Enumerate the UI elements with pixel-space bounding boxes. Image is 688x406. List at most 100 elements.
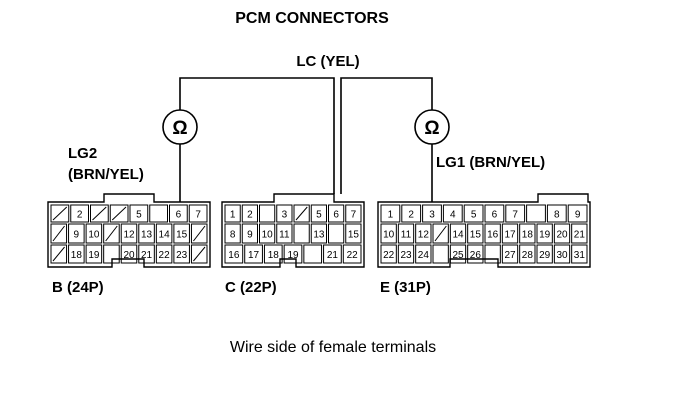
terminal-cavity <box>432 223 449 244</box>
terminal-cavity <box>484 244 501 264</box>
terminal-number: 21 <box>574 230 586 241</box>
terminal-cavity <box>149 204 168 223</box>
terminal-cavity <box>103 244 120 264</box>
terminal-number: 3 <box>429 210 435 221</box>
terminal-cavity <box>173 223 190 244</box>
terminal-cavity <box>155 223 173 244</box>
terminal-number: 10 <box>88 230 100 241</box>
terminal-number: 22 <box>383 250 395 261</box>
terminal-cavity <box>567 204 588 223</box>
diagram-title: PCM CONNECTORS <box>235 10 389 27</box>
terminal-number: 21 <box>141 250 153 261</box>
terminal-number: 9 <box>247 230 253 241</box>
terminal-number: 19 <box>287 250 299 261</box>
terminal-cavity <box>526 204 546 223</box>
lc-wire-right <box>340 77 433 194</box>
terminal-cavity <box>155 244 173 264</box>
terminal-number: 20 <box>556 230 568 241</box>
terminal-number: 6 <box>176 210 182 221</box>
terminal-number: 7 <box>351 210 357 221</box>
terminal-cavity <box>519 244 536 264</box>
terminal-number: 14 <box>159 230 171 241</box>
terminal-cavity <box>90 204 109 223</box>
terminal-cavity <box>432 244 449 264</box>
terminal-cavity <box>276 204 293 223</box>
terminal-number: 20 <box>123 250 135 261</box>
terminal-cavity <box>70 204 89 223</box>
terminal-number: 23 <box>176 250 188 261</box>
connector-c-label: C (22P) <box>225 279 277 296</box>
terminal-cavity <box>310 204 327 223</box>
terminal-number: 2 <box>408 210 414 221</box>
unused-terminal-mark <box>295 206 308 221</box>
terminal-cavity <box>50 204 70 223</box>
unused-terminal-mark <box>52 246 65 262</box>
ohmmeter-right-circle <box>414 109 450 145</box>
lc-wire-label: LC (YEL) <box>296 53 359 70</box>
terminal-cavity <box>50 244 68 264</box>
terminal-number: 16 <box>228 250 240 261</box>
terminal-number: 10 <box>383 230 395 241</box>
terminal-number: 30 <box>556 250 568 261</box>
terminal-cavity <box>85 223 103 244</box>
terminal-cavity <box>553 223 571 244</box>
terminal-number: 28 <box>522 250 534 261</box>
terminal-cavity <box>138 223 155 244</box>
terminal-cavity <box>449 244 467 264</box>
terminal-cavity <box>501 223 519 244</box>
terminal-number: 15 <box>348 230 360 241</box>
terminal-cavity <box>328 223 345 244</box>
terminal-cavity <box>484 223 501 244</box>
terminal-number: 15 <box>470 230 482 241</box>
terminal-cavity <box>293 223 310 244</box>
terminal-number: 4 <box>450 210 456 221</box>
terminal-cavity <box>449 223 467 244</box>
terminal-cavity <box>323 244 342 264</box>
terminal-cavity <box>397 244 415 264</box>
terminal-cavity <box>546 204 567 223</box>
caption: Wire side of female terminals <box>230 339 436 356</box>
terminal-cavity <box>259 223 276 244</box>
terminal-number: 5 <box>471 210 477 221</box>
terminal-number: 8 <box>230 230 236 241</box>
terminal-number: 6 <box>333 210 339 221</box>
terminal-cavity <box>259 204 276 223</box>
terminal-cavity <box>138 244 155 264</box>
terminal-number: 25 <box>452 250 464 261</box>
terminal-cavity <box>519 223 536 244</box>
terminal-cavity <box>380 244 397 264</box>
terminal-cavity <box>415 223 432 244</box>
terminal-number: 18 <box>522 230 534 241</box>
terminal-cavity <box>484 204 505 223</box>
terminal-number: 11 <box>401 230 412 241</box>
terminal-number: 5 <box>316 210 322 221</box>
terminal-cavity <box>276 223 293 244</box>
terminal-number: 15 <box>176 230 188 241</box>
terminal-cavity <box>467 223 484 244</box>
terminal-cavity <box>188 204 208 223</box>
terminal-cavity <box>224 244 244 264</box>
terminal-cavity <box>380 223 397 244</box>
terminal-cavity <box>345 223 362 244</box>
terminal-cavity <box>303 244 323 264</box>
unused-terminal-mark <box>92 206 107 221</box>
terminal-cavity <box>241 223 258 244</box>
terminal-cavity <box>342 244 362 264</box>
wiring <box>179 77 433 203</box>
terminal-cavity <box>263 244 283 264</box>
lg1-wire-label: LG1 (BRN/YEL) <box>436 154 545 171</box>
terminal-cavity <box>397 223 415 244</box>
terminal-number: 1 <box>230 210 236 221</box>
unused-terminal-mark <box>105 225 118 242</box>
ohmmeter-left-circle <box>162 109 198 145</box>
terminal-cavity <box>68 223 85 244</box>
terminal-cavity <box>553 244 571 264</box>
unused-terminal-mark <box>52 225 65 242</box>
ohmmeter-left: Ω <box>162 109 198 145</box>
ohmmeter-right: Ω <box>414 109 450 145</box>
terminal-cavity <box>501 244 519 264</box>
terminal-number: 14 <box>452 230 464 241</box>
terminal-number: 19 <box>539 230 551 241</box>
